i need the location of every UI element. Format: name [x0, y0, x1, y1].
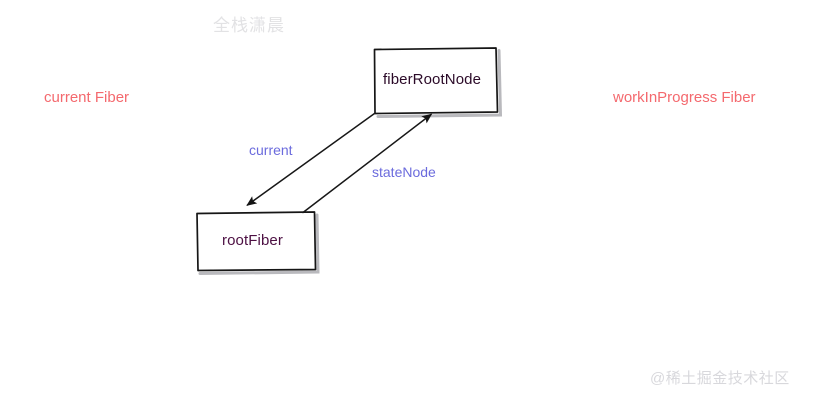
edge-label-current: current [249, 142, 293, 158]
top-watermark: 全栈潇晨 [213, 16, 285, 35]
fiber-root-node-box [373, 47, 499, 115]
node-label-fiber-root-node: fiberRootNode [383, 71, 482, 88]
node-label-root-fiber: rootFiber [222, 232, 283, 249]
annotation-work-in-progress-fiber: workInProgress Fiber [613, 89, 756, 106]
edge-label-state-node: stateNode [372, 164, 436, 180]
annotation-current-fiber: current Fiber [44, 89, 130, 106]
fiber-root-node-shadow [376, 49, 503, 118]
root-fiber-shadow [198, 213, 320, 275]
root-fiber-box [196, 211, 317, 272]
bottom-watermark: @稀土掘金技术社区 [650, 370, 790, 387]
edge-current-arrow [246, 112, 376, 206]
edge-state-node-arrow [302, 113, 433, 214]
